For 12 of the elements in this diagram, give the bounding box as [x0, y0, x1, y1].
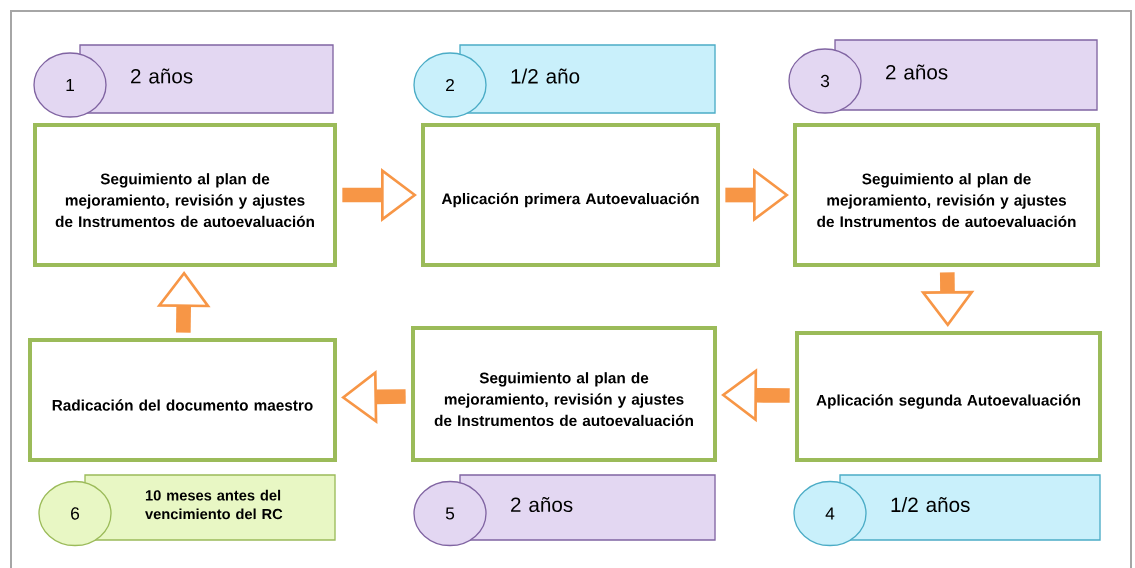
duration-text: 10 meses antes del vencimiento del RC: [145, 489, 283, 520]
process-box: Seguimiento al plan de mejoramiento, revisión y ajustes de Instrumentos de autoevaluación: [33, 123, 337, 267]
process-box: Radicación del documento maestro: [28, 338, 337, 462]
process-box: Aplicación primera Autoevaluación: [421, 123, 720, 267]
duration-text: 2 años: [511, 497, 573, 513]
duration-text: 1/2 año: [511, 68, 580, 84]
process-box: Seguimiento al plan de mejoramiento, revisión y ajustes de Instrumentos de autoevaluación: [793, 123, 1100, 267]
process-box: Seguimiento al plan de mejoramiento, revisión y ajustes de Instrumentos de autoevaluación: [411, 326, 717, 462]
duration-text: 1/2 años: [891, 496, 970, 513]
duration-text: 2 años: [131, 68, 193, 84]
process-box: Aplicación segunda Autoevaluación: [795, 331, 1102, 462]
duration-text: 2 años: [886, 64, 948, 80]
